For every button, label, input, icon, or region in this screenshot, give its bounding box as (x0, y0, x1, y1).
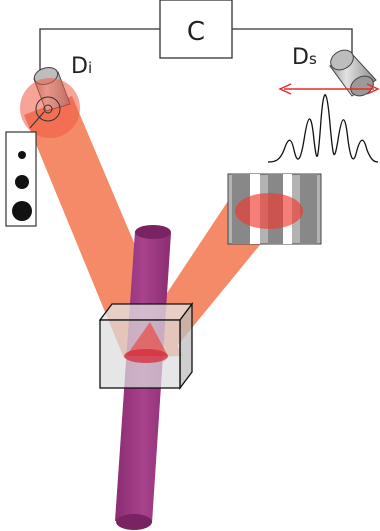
signal-detector-label: Ds (292, 45, 317, 70)
crystal-block (98, 302, 194, 390)
crystal-beam-core (126, 322, 168, 356)
controller-box: C (159, 0, 233, 59)
double-arrow-icon (278, 83, 380, 95)
signal-spot (235, 193, 303, 229)
aperture-hole-small (18, 151, 26, 159)
wire-left (39, 28, 160, 76)
cylinder-detector-icon (329, 49, 377, 97)
aperture-hole-medium (15, 175, 29, 189)
aperture-hole-large (12, 201, 32, 221)
idler-detector: Di (20, 54, 92, 138)
signal-detector: Ds (292, 45, 377, 97)
multi-slit-icon (227, 173, 322, 245)
aperture-plate (5, 131, 37, 227)
wire-right (232, 28, 353, 56)
idler-detector-label: Di (71, 54, 92, 79)
interference-pattern-icon (267, 94, 379, 163)
controller-label: C (187, 17, 205, 47)
